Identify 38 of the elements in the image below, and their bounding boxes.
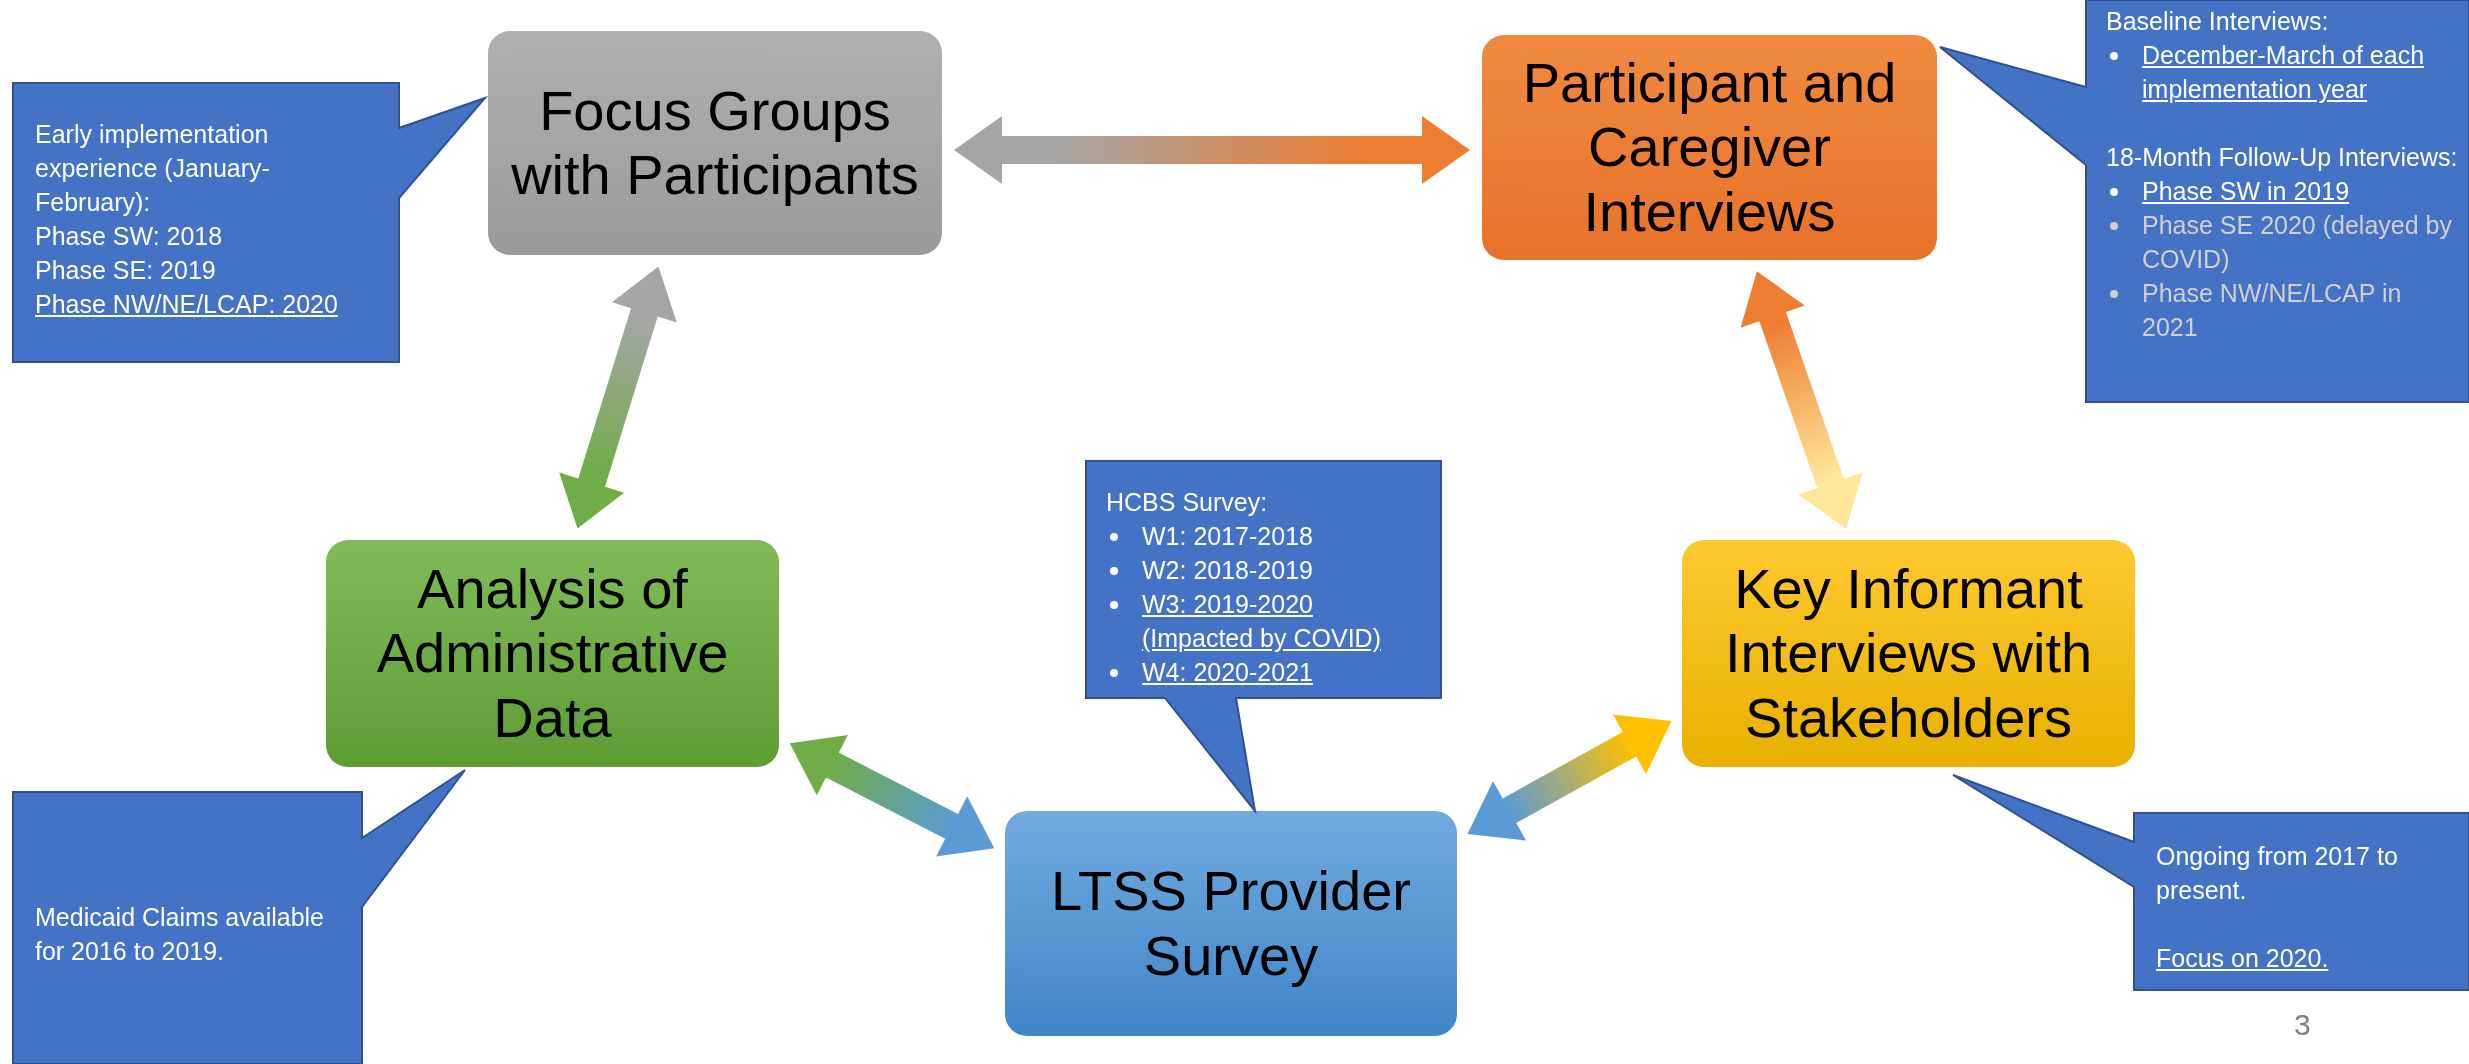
bullet-item: W4: 2020-2021 [1106,655,1427,689]
callout-box [13,83,485,362]
callout-text: 18-Month Follow-Up Interviews: [2106,142,2459,173]
callout-text: Baseline Interviews: [2106,6,2330,37]
box-title: Focus Groups with Participants [510,78,920,208]
bullet-item: Phase SW in 2019 [2106,174,2459,208]
callout-box [13,770,465,1064]
process-box [1682,540,2135,767]
process-box [326,540,779,767]
box-title: Key Informant Interviews with Stakeholders [1723,556,2094,751]
process-box [488,31,942,255]
callout-text: Phase SE: 2019 [35,255,217,286]
callout-box [1953,775,2469,990]
page-number: 3 [2294,1008,2311,1042]
process-box [1482,35,1937,260]
double-arrow [1467,714,1672,841]
callout-text: Phase NW/NE/LCAP: 2020 [35,289,339,320]
callout-text: Phase SW: 2018 [35,221,224,252]
box-title: Analysis of Administrative Data [375,556,730,751]
double-arrow [954,116,1470,184]
double-arrow [1740,271,1863,529]
bullet-item: W2: 2018-2019 [1106,553,1427,587]
box-title: Participant and Caregiver Interviews [1521,50,1898,245]
callout-box [1940,0,2469,402]
bullet-item: Phase SE 2020 (delayed by COVID) [2106,208,2459,276]
process-box [1005,811,1457,1036]
callout-text: Medicaid Claims available for 2016 to 2019. [35,902,325,967]
bullet-item: Phase NW/NE/LCAP in 2021 [2106,276,2459,344]
double-arrow [789,734,995,857]
bullet-item: W1: 2017-2018 [1106,519,1427,553]
callout-text: Early implementation experience (January-February): [35,119,271,218]
bullet-item: December-March of each implementation year [2106,38,2459,106]
callout-text: HCBS Survey: [1106,487,1269,518]
callout-text: Focus on 2020. [2156,943,2330,974]
box-title: LTSS Provider Survey [1050,859,1412,988]
double-arrow [559,266,677,529]
callout-text: Ongoing from 2017 to present. [2156,841,2399,906]
bullet-item: W3: 2019-2020 (Impacted by COVID) [1106,587,1427,655]
